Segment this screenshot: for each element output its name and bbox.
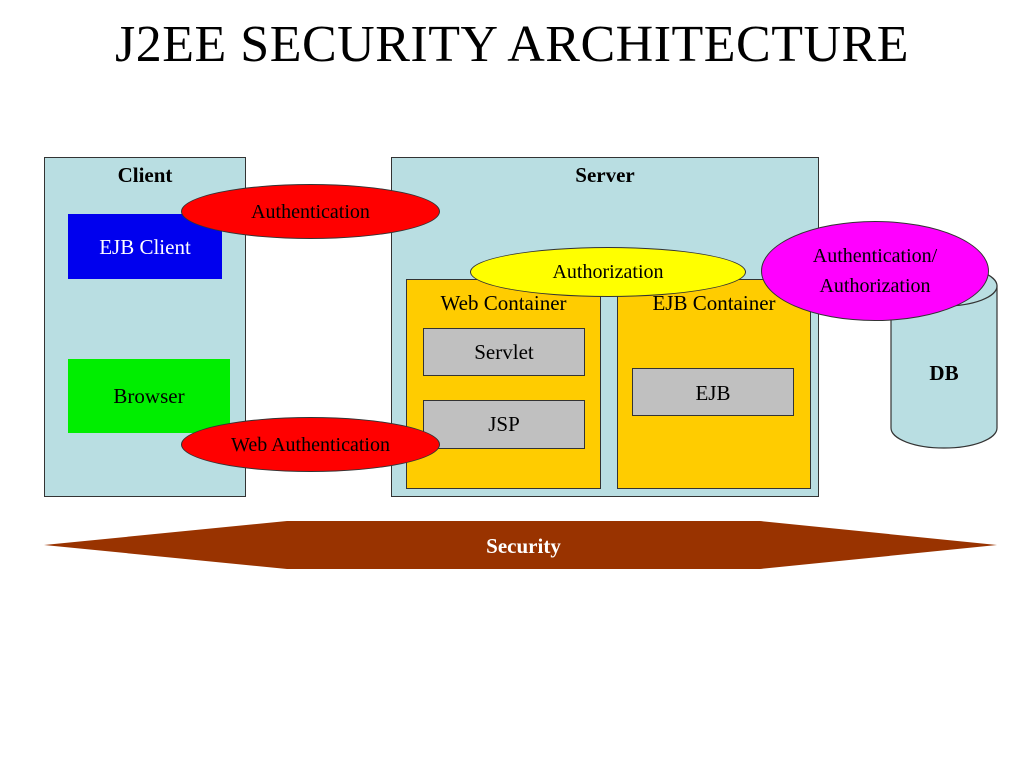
authentication-label: Authentication [251,201,370,223]
authorization-label: Authorization [552,261,664,283]
authorization-ellipse: Authorization [470,247,746,297]
security-band-label: Security [486,533,561,558]
web-container: Web Container [406,279,601,489]
ejb-container-label: EJB Container [652,291,776,315]
ejb-label: EJB [695,381,731,405]
ejb-client-label: EJB Client [99,235,191,259]
servlet-box: Servlet [423,328,585,376]
jsp-label: JSP [488,412,520,436]
server-label: Server [575,163,635,187]
page-title: J2EE SECURITY ARCHITECTURE [115,16,909,73]
authentication-ellipse: Authentication [181,184,440,239]
db-label: DB [929,360,959,385]
browser-box: Browser [68,359,230,433]
ejb-box: EJB [632,368,794,416]
servlet-label: Servlet [474,339,534,364]
security-band-shape [44,521,997,569]
auth-authorization-line2: Authorization [819,275,931,297]
jsp-box: JSP [423,400,585,449]
auth-authorization-line1: Authentication/ [812,245,938,267]
browser-label: Browser [113,384,185,408]
client-label: Client [117,163,173,187]
auth-authorization-ellipse: Authentication/ Authorization [761,221,989,321]
web-authentication-label: Web Authentication [231,433,390,456]
web-authentication-ellipse: Web Authentication [181,417,440,472]
web-container-label: Web Container [440,291,567,315]
